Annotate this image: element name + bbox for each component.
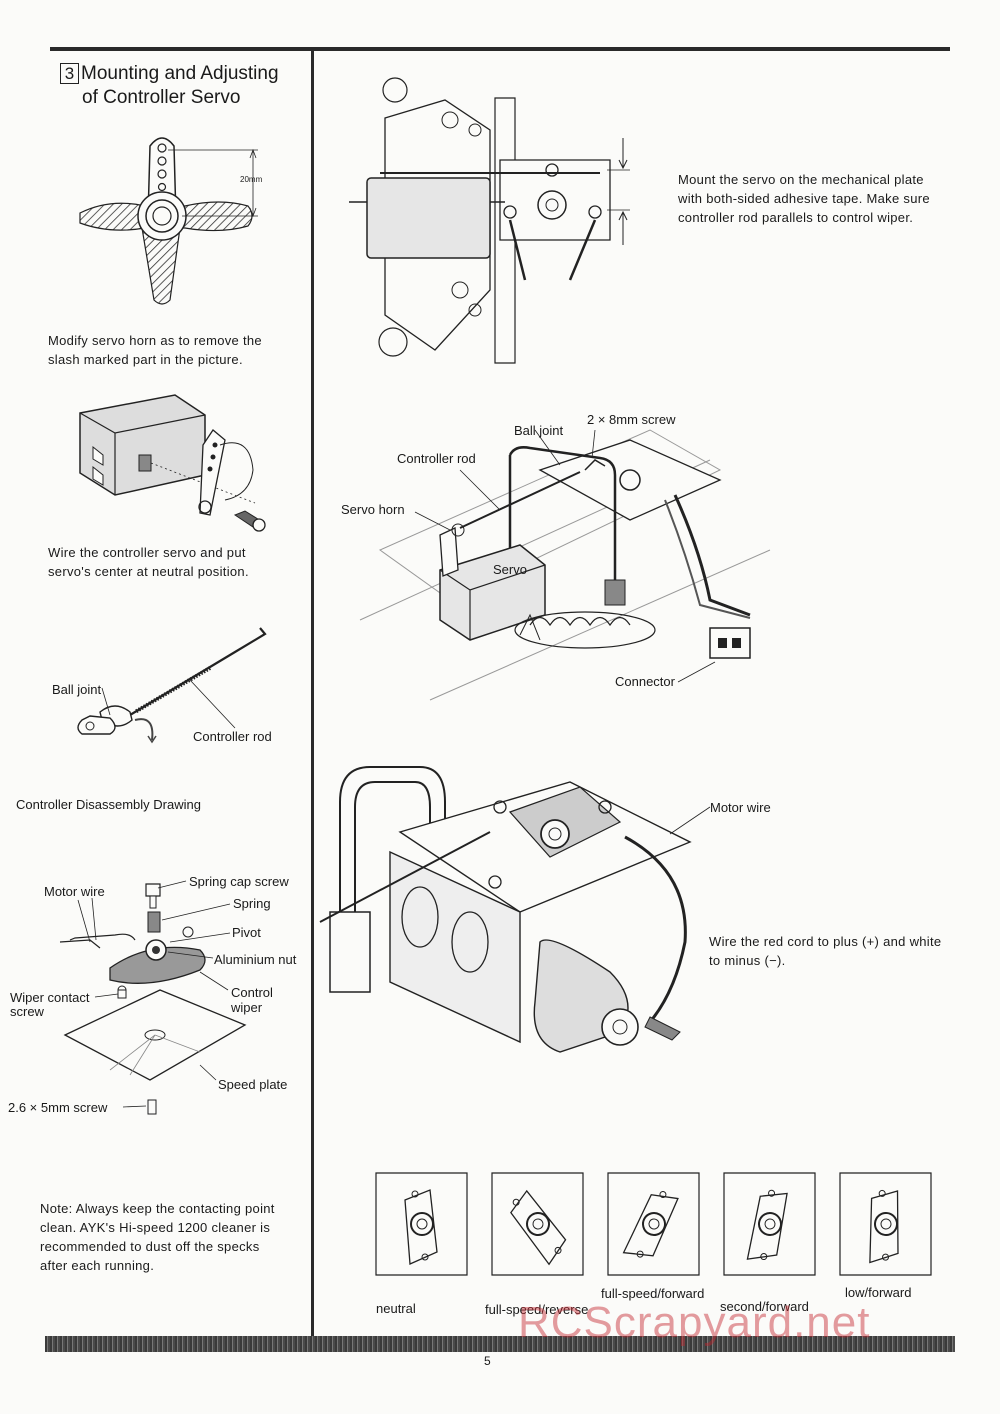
- horn-dimension: 20mm: [240, 175, 263, 184]
- label-screw: 2 × 8mm screw: [587, 412, 676, 427]
- mount-instruction: Mount the servo on the mechanical plate …: [678, 172, 930, 225]
- top-rule: [50, 47, 950, 51]
- wire-instruction: Wire the red cord to plus (+) and white …: [709, 934, 942, 968]
- position-second-forward: [723, 1172, 816, 1276]
- position-label-full-speed-reverse: full-speed/reverse: [485, 1302, 589, 1317]
- position-full-speed-forward: [607, 1172, 700, 1276]
- position-low-forward: [839, 1172, 932, 1276]
- label-servo-horn: Servo horn: [341, 502, 405, 517]
- servo-figure: [75, 385, 285, 545]
- servo-horn-figure: [70, 128, 300, 318]
- section-title-line1: Mounting and Adjusting: [81, 63, 279, 84]
- label-spring: Spring: [233, 896, 271, 911]
- motor-wiring-figure: [320, 762, 720, 1082]
- horn-instruction: Modify servo horn as to remove the slash…: [48, 333, 262, 367]
- controller-rod-figure: [60, 620, 280, 760]
- watermark: RCScrapyard.net: [518, 1298, 871, 1347]
- label-connector: Connector: [615, 674, 675, 689]
- disassembly-figure: [0, 860, 310, 1120]
- page-number: 5: [484, 1354, 491, 1368]
- label-servo: Servo: [493, 562, 527, 577]
- label-wiper-contact-1: Wiper contact: [10, 990, 90, 1005]
- label-spring-cap-screw: Spring cap screw: [189, 874, 289, 889]
- servo-instruction: Wire the controller servo and put servo'…: [48, 545, 249, 579]
- label-control-wiper-1: Control: [231, 985, 273, 1000]
- label-aluminium-nut: Aluminium nut: [214, 952, 297, 967]
- servo-assembly-figure: [330, 400, 830, 730]
- position-diagrams: [375, 1172, 935, 1282]
- label-controller-rod-right: Controller rod: [397, 451, 476, 466]
- label-control-wiper-2: wiper: [231, 1000, 263, 1015]
- label-ball-joint-right: Ball joint: [514, 423, 564, 438]
- label-wiper-contact-2: screw: [10, 1004, 44, 1019]
- label-speed-plate: Speed plate: [218, 1077, 288, 1092]
- mounting-plate-figure: [345, 70, 645, 375]
- position-label-neutral: neutral: [376, 1301, 416, 1316]
- disassembly-title: Controller Disassembly Drawing: [16, 797, 201, 812]
- rod-label-controller-rod: Controller rod: [193, 729, 272, 744]
- position-label-second-forward: second/forward: [720, 1299, 809, 1314]
- section-number: 3: [60, 63, 79, 84]
- column-divider: [311, 51, 314, 1339]
- section-title-line2: of Controller Servo: [82, 87, 241, 108]
- label-motor-wire-left: Motor wire: [44, 884, 105, 899]
- rod-label-ball-joint: Ball joint: [52, 682, 102, 697]
- position-label-low-forward: low/forward: [845, 1285, 912, 1300]
- position-full-speed-reverse: [491, 1172, 584, 1276]
- note: Note: Always keep the contacting point c…: [40, 1201, 275, 1273]
- label-small-screw: 2.6 × 5mm screw: [8, 1100, 108, 1115]
- label-motor-wire-right: Motor wire: [710, 800, 771, 815]
- position-neutral: [375, 1172, 468, 1276]
- position-label-full-speed-forward: full-speed/forward: [601, 1286, 705, 1301]
- label-pivot: Pivot: [232, 925, 261, 940]
- bottom-band: [45, 1336, 955, 1352]
